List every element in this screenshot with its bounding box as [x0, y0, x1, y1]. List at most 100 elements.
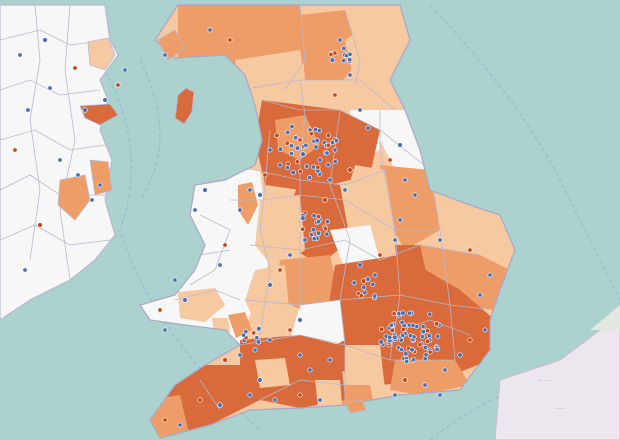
orange-circle-marker[interactable] — [467, 337, 473, 343]
orange-circle-marker[interactable] — [297, 137, 303, 143]
blue-circle-marker[interactable] — [399, 319, 405, 325]
blue-circle-marker[interactable] — [427, 311, 433, 317]
blue-circle-marker[interactable] — [311, 236, 317, 242]
blue-circle-marker[interactable] — [257, 377, 263, 383]
orange-circle-marker[interactable] — [328, 51, 334, 57]
blue-circle-marker[interactable] — [407, 310, 413, 316]
blue-circle-marker[interactable] — [82, 107, 88, 113]
orange-circle-marker[interactable] — [300, 226, 306, 232]
blue-circle-marker[interactable] — [277, 146, 283, 152]
blue-circle-marker[interactable] — [290, 169, 296, 176]
blue-circle-marker[interactable] — [372, 272, 378, 278]
blue-circle-marker[interactable] — [400, 332, 406, 338]
blue-circle-marker[interactable] — [403, 351, 409, 357]
blue-circle-marker[interactable] — [398, 347, 404, 353]
blue-circle-marker[interactable] — [442, 367, 448, 373]
blue-circle-marker[interactable] — [97, 182, 103, 188]
blue-circle-marker[interactable] — [361, 284, 367, 290]
blue-circle-marker[interactable] — [47, 85, 53, 91]
blue-circle-marker[interactable] — [267, 337, 273, 343]
blue-circle-marker[interactable] — [357, 262, 363, 268]
orange-circle-marker[interactable] — [347, 167, 353, 173]
orange-circle-marker[interactable] — [323, 226, 329, 232]
orange-circle-marker[interactable] — [262, 172, 268, 178]
orange-circle-marker[interactable] — [325, 132, 332, 139]
orange-circle-marker[interactable] — [377, 252, 383, 258]
orange-circle-marker[interactable] — [287, 327, 293, 333]
blue-circle-marker[interactable] — [272, 397, 278, 403]
blue-circle-marker[interactable] — [192, 207, 198, 213]
blue-circle-marker[interactable] — [287, 252, 293, 258]
blue-circle-marker[interactable] — [255, 339, 262, 345]
blue-circle-marker[interactable] — [297, 317, 303, 323]
orange-circle-marker[interactable] — [467, 247, 473, 253]
blue-circle-marker[interactable] — [411, 357, 417, 363]
blue-circle-marker[interactable] — [404, 358, 410, 364]
blue-circle-marker[interactable] — [332, 159, 338, 165]
blue-circle-marker[interactable] — [314, 137, 320, 144]
blue-circle-marker[interactable] — [392, 237, 398, 243]
blue-circle-marker[interactable] — [392, 334, 398, 341]
orange-circle-marker[interactable] — [387, 157, 393, 163]
blue-circle-marker[interactable] — [243, 329, 249, 335]
blue-circle-marker[interactable] — [310, 227, 316, 233]
blue-circle-marker[interactable] — [315, 230, 322, 236]
blue-circle-marker[interactable] — [397, 217, 403, 223]
orange-circle-marker[interactable] — [297, 168, 303, 174]
blue-circle-marker[interactable] — [422, 382, 428, 388]
blue-circle-marker[interactable] — [351, 280, 357, 286]
blue-circle-marker[interactable] — [420, 323, 426, 329]
blue-circle-marker[interactable] — [172, 277, 178, 283]
blue-circle-marker[interactable] — [57, 157, 63, 163]
blue-circle-marker[interactable] — [422, 344, 428, 350]
blue-circle-marker[interactable] — [267, 282, 273, 288]
blue-circle-marker[interactable] — [267, 147, 273, 153]
blue-circle-marker[interactable] — [324, 150, 330, 156]
blue-circle-marker[interactable] — [307, 367, 313, 373]
blue-circle-marker[interactable] — [182, 297, 188, 303]
blue-circle-marker[interactable] — [256, 326, 262, 332]
blue-circle-marker[interactable] — [303, 142, 309, 148]
blue-circle-marker[interactable] — [288, 151, 294, 157]
blue-circle-marker[interactable] — [217, 402, 223, 408]
blue-circle-marker[interactable] — [252, 347, 258, 353]
blue-circle-marker[interactable] — [308, 232, 314, 238]
blue-circle-marker[interactable] — [332, 147, 338, 153]
blue-circle-marker[interactable] — [75, 172, 81, 178]
blue-circle-marker[interactable] — [237, 207, 243, 213]
blue-circle-marker[interactable] — [317, 397, 323, 403]
blue-circle-marker[interactable] — [300, 151, 306, 157]
blue-circle-marker[interactable] — [434, 346, 440, 352]
blue-circle-marker[interactable] — [122, 67, 128, 73]
orange-circle-marker[interactable] — [115, 82, 121, 88]
blue-circle-marker[interactable] — [247, 187, 253, 193]
blue-circle-marker[interactable] — [297, 352, 303, 358]
orange-circle-marker[interactable] — [391, 311, 397, 317]
blue-circle-marker[interactable] — [237, 352, 243, 358]
blue-circle-marker[interactable] — [426, 333, 432, 339]
orange-circle-marker[interactable] — [325, 142, 331, 148]
orange-circle-marker[interactable] — [424, 328, 430, 334]
blue-circle-marker[interactable] — [402, 177, 408, 183]
blue-circle-marker[interactable] — [17, 52, 23, 58]
orange-circle-marker[interactable] — [12, 147, 18, 153]
orange-circle-marker[interactable] — [308, 131, 314, 137]
orange-circle-marker[interactable] — [72, 65, 78, 71]
blue-circle-marker[interactable] — [370, 281, 376, 287]
blue-circle-marker[interactable] — [357, 107, 363, 113]
blue-circle-marker[interactable] — [477, 292, 483, 298]
blue-circle-marker[interactable] — [342, 187, 348, 193]
blue-circle-marker[interactable] — [285, 129, 291, 135]
blue-circle-marker[interactable] — [378, 339, 384, 345]
blue-circle-marker[interactable] — [329, 57, 336, 63]
orange-circle-marker[interactable] — [297, 392, 303, 398]
blue-circle-marker[interactable] — [300, 215, 306, 221]
blue-circle-marker[interactable] — [333, 138, 339, 144]
blue-circle-marker[interactable] — [392, 392, 398, 398]
orange-circle-marker[interactable] — [332, 50, 338, 56]
blue-circle-marker[interactable] — [202, 187, 208, 193]
blue-circle-marker[interactable] — [313, 144, 319, 150]
orange-circle-marker[interactable] — [227, 37, 233, 43]
blue-circle-marker[interactable] — [347, 57, 353, 63]
